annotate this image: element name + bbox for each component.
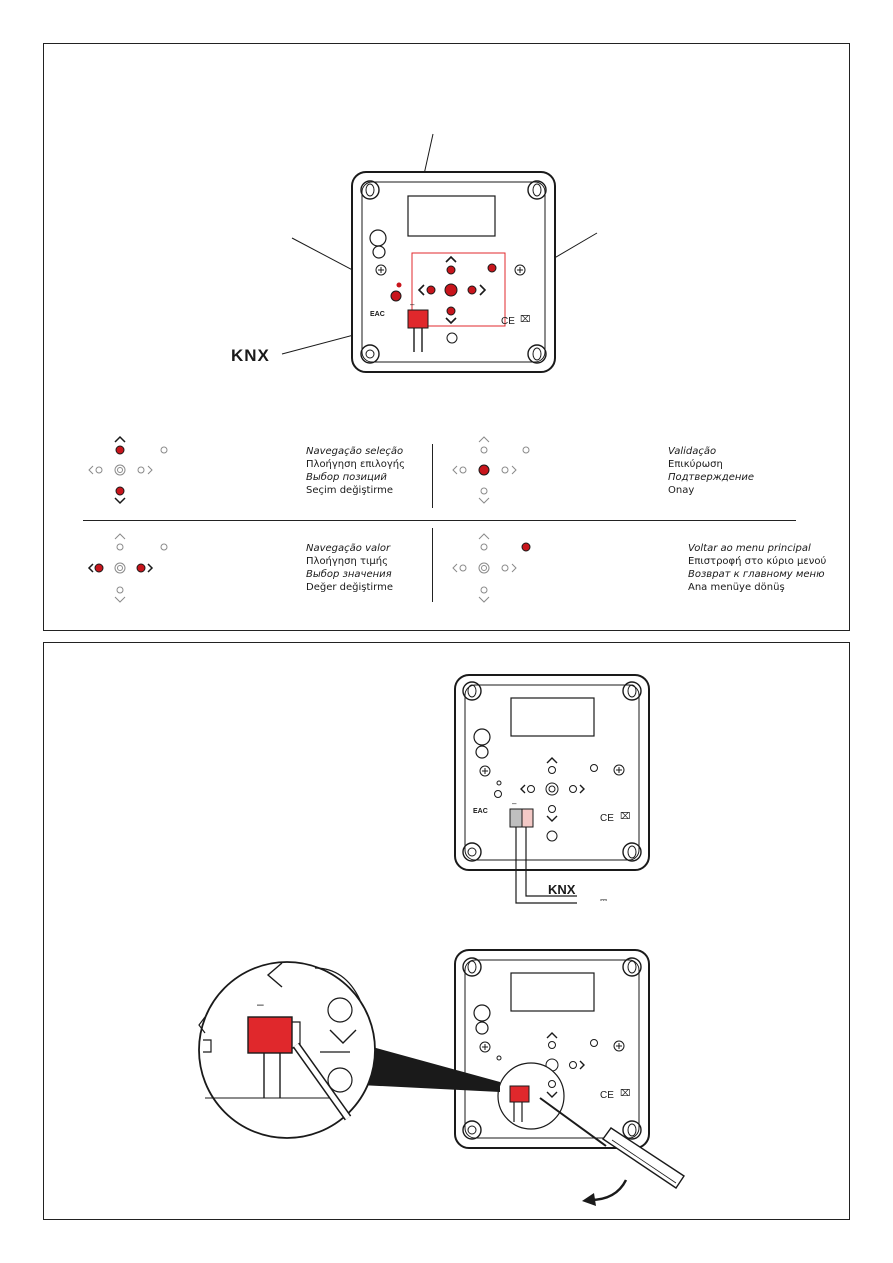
chevron-down-icon: [445, 317, 457, 325]
display-window: [407, 195, 496, 237]
caption-validation: Validação Επικύρωση Подтверждение Onay: [668, 446, 755, 496]
screw-icon: [613, 764, 625, 776]
legend-divider-vertical: [432, 528, 433, 602]
corner-screw-icon: [462, 1120, 482, 1140]
legend-divider-horizontal: [83, 520, 796, 521]
corner-screw-icon: [462, 842, 482, 862]
minus-label: –: [410, 300, 415, 309]
button-left: [426, 285, 436, 295]
screw-icon: [375, 264, 387, 276]
button-up: [446, 265, 456, 275]
legend-diagram-validation: [452, 436, 530, 504]
caption-back-to-menu: Voltar ao menu principal Επιστροφή στο κ…: [688, 543, 827, 593]
legend-diagram-back-to-menu: [452, 533, 531, 603]
zoom-callout: –: [198, 961, 500, 1139]
corner-screw-icon: [527, 180, 547, 200]
corner-screw-icon: [462, 957, 482, 977]
ce-mark: CE: [501, 316, 515, 327]
legend-diagram-navigation-value: [87, 533, 168, 603]
dc-symbol: ⎓: [600, 896, 607, 906]
ce-mark: CE: [600, 813, 614, 824]
minus-label: –: [512, 799, 517, 808]
weee-mark: ⌧: [620, 1089, 630, 1099]
corner-screw-icon: [622, 681, 642, 701]
knx-logo: KNX: [548, 882, 576, 897]
chevron-up-icon: [445, 255, 457, 263]
button-back: [487, 263, 497, 273]
screw-icon: [479, 1041, 491, 1053]
screw-icon: [479, 765, 491, 777]
weee-mark: ⌧: [620, 812, 630, 822]
button-down: [446, 306, 456, 316]
corner-screw-icon: [622, 1120, 642, 1140]
corner-screw-icon: [622, 957, 642, 977]
display-window: [510, 972, 595, 1012]
button-right: [467, 285, 477, 295]
legend-divider-vertical: [432, 444, 433, 508]
device-housing: – EAC CE ⌧: [351, 171, 556, 373]
bottom-panel: [43, 642, 850, 1220]
led-dot: [396, 282, 402, 288]
button-left-top: [390, 290, 402, 302]
screwdriver-icon: [539, 1097, 607, 1147]
knx-logo: KNX: [231, 346, 270, 365]
caption-navigation-selection: Navegação seleção Πλοήγηση επιλογής Выбо…: [306, 446, 405, 496]
display-window: [510, 697, 595, 737]
minus-label: –: [257, 997, 264, 1011]
weee-mark: ⌧: [520, 315, 530, 325]
ce-mark: CE: [600, 1090, 614, 1101]
screw-icon: [514, 264, 526, 276]
button-center: [444, 283, 458, 297]
eac-logo: EAC: [370, 311, 385, 318]
corner-screw-icon: [360, 180, 380, 200]
corner-screw-icon: [527, 344, 547, 364]
screw-icon: [613, 1040, 625, 1052]
legend-diagram-navigation-selection: [88, 435, 168, 505]
device-diagram-terminal-removal: CE ⌧: [454, 949, 685, 1206]
device-diagram-wiring: EAC CE ⌧ – KNX ⎓: [454, 674, 650, 906]
knx-terminal: [407, 309, 429, 329]
chevron-right-icon: [479, 284, 487, 296]
top-panel: [43, 43, 850, 631]
eac-logo: EAC: [473, 808, 488, 815]
chevron-left-icon: [417, 284, 425, 296]
corner-screw-icon: [622, 842, 642, 862]
caption-navigation-value: Navegação valor Πλοήγηση τιμής Выбор зна…: [306, 543, 394, 593]
corner-screw-icon: [360, 344, 380, 364]
corner-screw-icon: [462, 681, 482, 701]
